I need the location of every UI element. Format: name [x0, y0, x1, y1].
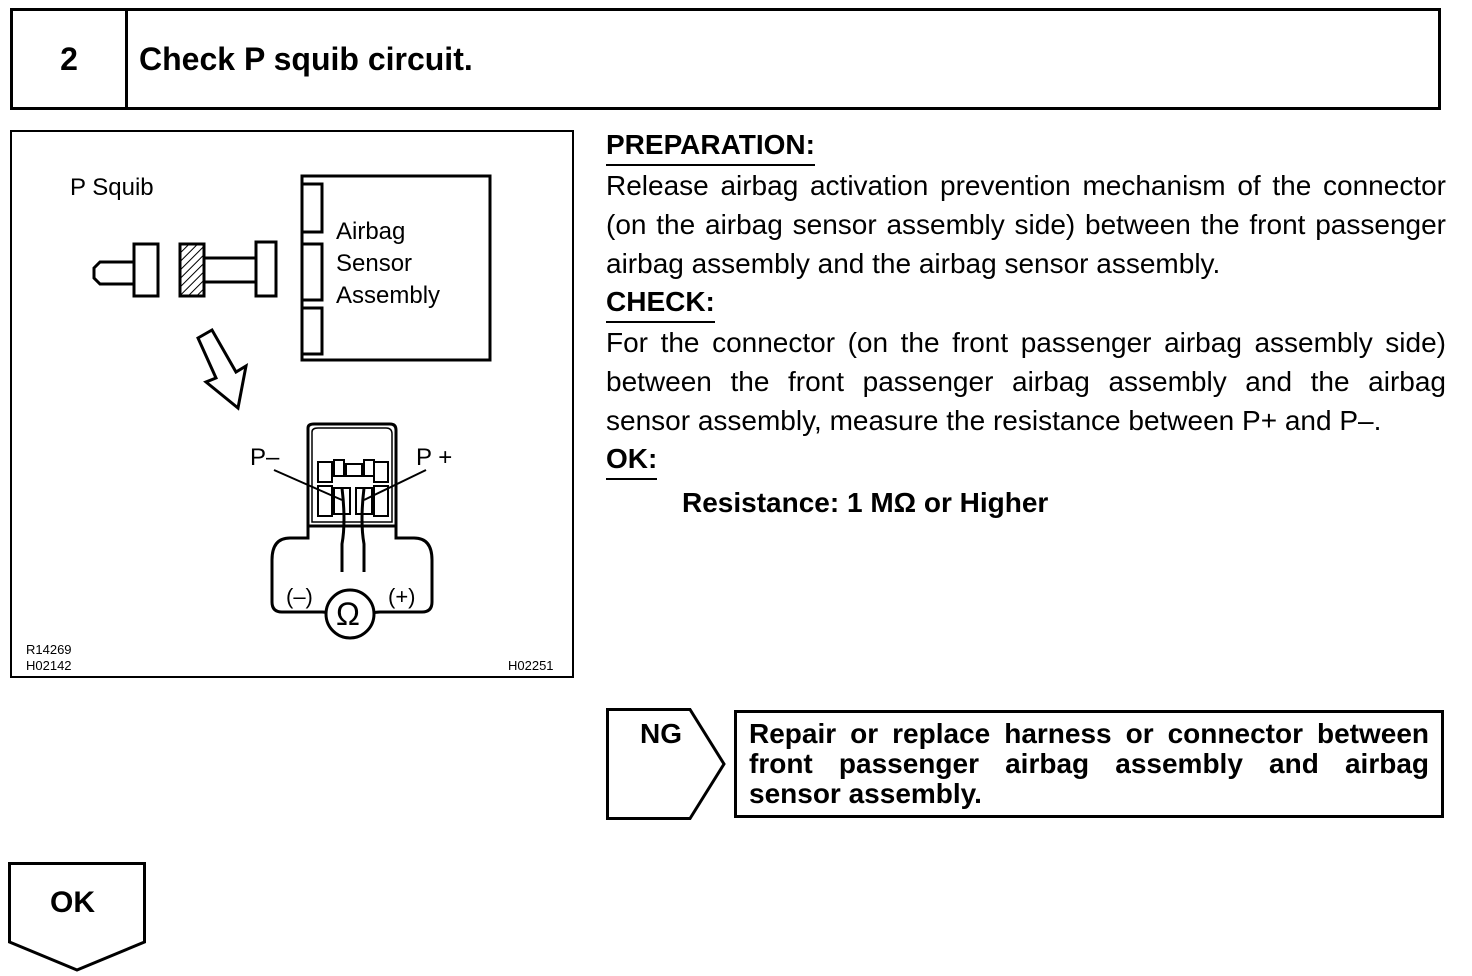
- connector-figure: P Squib Airbag Sensor Assembly P– P + (–…: [10, 130, 574, 678]
- ohmmeter: [270, 526, 434, 640]
- ng-label: NG: [640, 718, 682, 749]
- ng-result-tag: NG: [606, 708, 728, 820]
- down-arrow: [196, 327, 249, 411]
- p-minus-label: P–: [250, 444, 280, 471]
- ok-heading: OK:: [606, 440, 658, 480]
- harness-wires: [340, 487, 366, 572]
- airbag-sensor-assembly: [300, 174, 492, 362]
- connector-front-view: [306, 422, 398, 528]
- figure-code-1: R14269: [26, 642, 72, 657]
- instructions: PREPARATION: Release airbag activation p…: [606, 126, 1446, 522]
- leader-lines: [273, 469, 427, 501]
- p-plus-label: P +: [416, 444, 453, 471]
- ohm-symbol: Ω: [336, 596, 360, 632]
- p-squib-label: P Squib: [70, 174, 154, 201]
- step-title: Check P squib circuit.: [139, 40, 473, 77]
- preparation-heading: PREPARATION:: [606, 126, 815, 166]
- airbag-label: Airbag: [336, 218, 406, 245]
- ng-action-text: Repair or replace harness or connector b…: [749, 718, 1429, 809]
- sensor-label: Sensor: [336, 250, 413, 277]
- ng-action-box: Repair or replace harness or connector b…: [734, 710, 1444, 818]
- meter-plus-label: (+): [388, 584, 416, 609]
- check-text: For the connector (on the front passenge…: [606, 327, 1446, 436]
- meter-minus-label: (–): [286, 584, 313, 609]
- step-number: 2: [13, 11, 128, 107]
- preparation-text: Release airbag activation prevention mec…: [606, 170, 1446, 279]
- connector-diagram: [92, 174, 492, 640]
- squib-connector: [92, 242, 160, 298]
- assembly-label: Assembly: [336, 282, 441, 309]
- step-header: 2 Check P squib circuit.: [10, 8, 1441, 110]
- ok-label: OK: [50, 886, 95, 919]
- mating-connector: [178, 240, 278, 298]
- figure-code-3: H02251: [508, 658, 554, 673]
- figure-code-2: H02142: [26, 658, 72, 673]
- check-heading: CHECK:: [606, 283, 715, 323]
- resistance-spec: Resistance: 1 MΩ or Higher: [682, 487, 1049, 518]
- ok-result-tag: OK: [8, 862, 146, 972]
- ok-arrow-shape: [8, 862, 146, 972]
- ng-arrow-shape: [606, 708, 726, 820]
